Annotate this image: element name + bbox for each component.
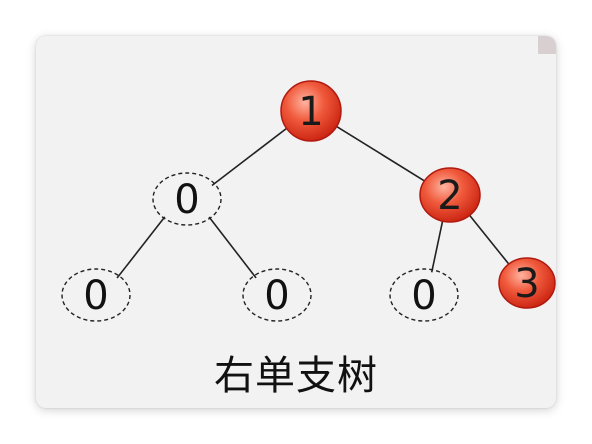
edges-layer [116,125,512,279]
tree-node-shape [152,172,222,226]
tree-node-label: 0 [411,273,436,319]
tree-node-label: 0 [174,177,199,223]
tree-node-right-left: 0 [389,268,459,322]
nodes-layer: 1 0 2 0 0 0 3 [61,80,556,322]
tree-edge-left-left-left [116,216,166,279]
tree-node-shape [242,268,312,322]
tree-node-shape [389,268,459,322]
tree-node-right-right: 3 [498,257,556,309]
tree-node-label: 0 [264,273,289,319]
tree-node-label: 1 [298,89,323,135]
tree-node-left-left: 0 [61,268,131,322]
tree-edge-root-left [211,126,289,187]
tree-edge-right-right-right [468,213,512,267]
tree-node-shape [419,167,481,223]
tree-edge-right-right-left [430,219,444,273]
tree-node-right: 2 [419,167,481,223]
diagram-caption: 右单支树 [214,353,378,399]
corner-mark [538,36,556,54]
tree-node-shape [280,80,342,142]
tree-node-left: 0 [152,172,222,226]
tree-node-label: 0 [83,273,108,319]
tree-node-left-right: 0 [242,268,312,322]
tree-edge-left-left-right [208,216,257,279]
tree-node-shape [61,268,131,322]
tree-node-root: 1 [280,80,342,142]
tree-node-label: 3 [514,261,539,307]
tree-node-shape [498,257,556,309]
tree-node-label: 2 [437,173,462,219]
tree-edge-root-right [334,125,428,184]
